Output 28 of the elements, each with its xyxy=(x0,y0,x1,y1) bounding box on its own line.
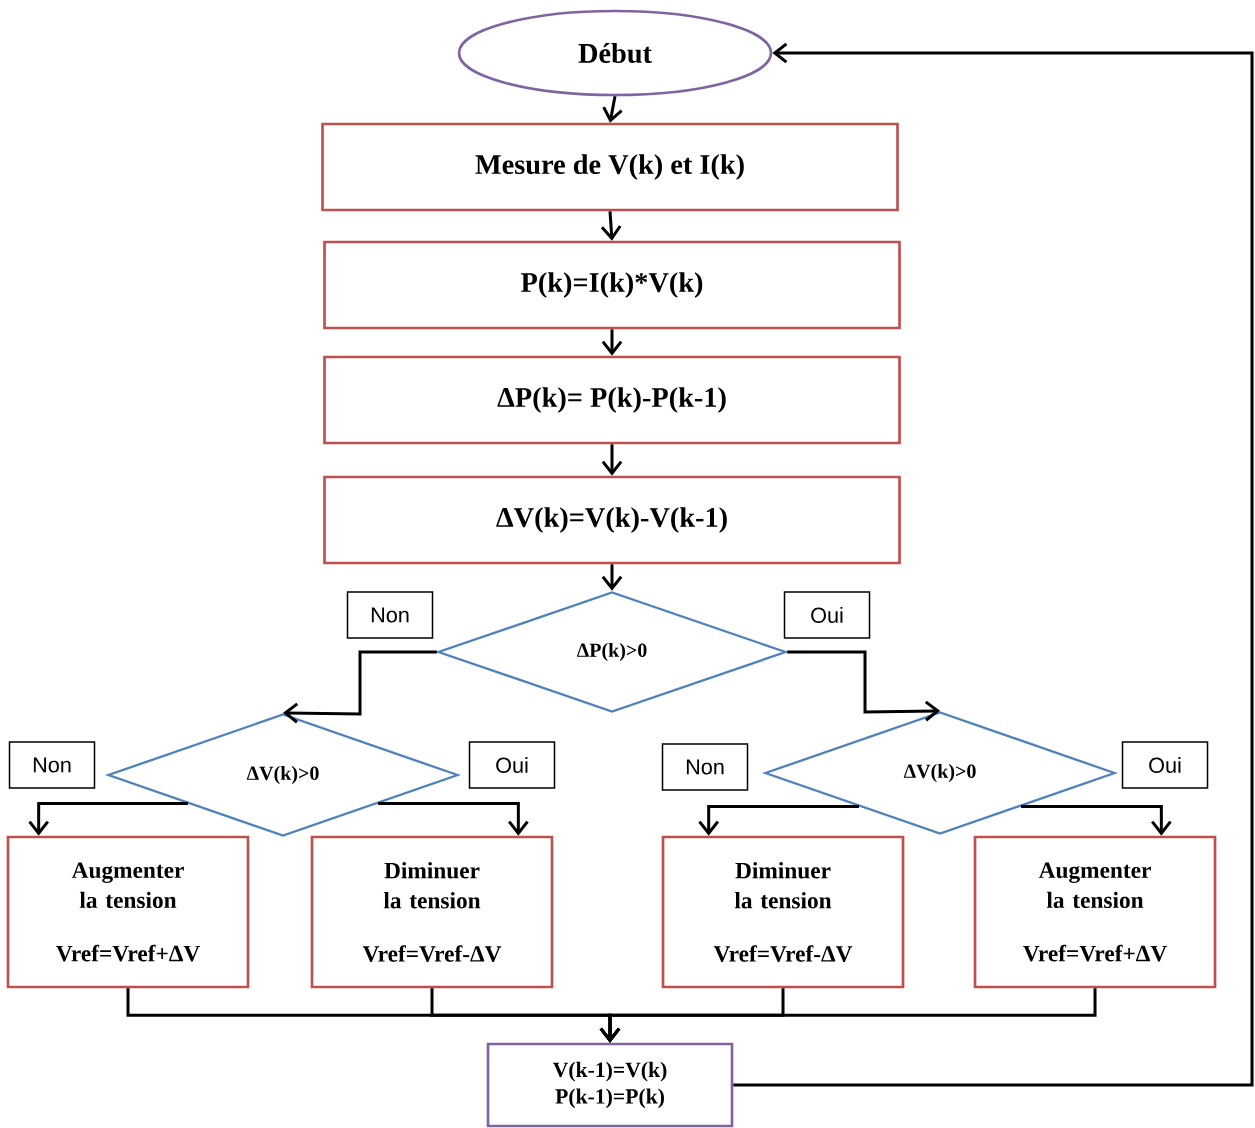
process-box: ΔP(k)= P(k)-P(k-1) xyxy=(323,355,901,445)
arrow xyxy=(601,564,623,591)
arrow xyxy=(601,444,623,476)
edge-label: Oui xyxy=(468,741,556,789)
arrow xyxy=(787,650,940,722)
edge-label: Non xyxy=(346,591,434,639)
arrow xyxy=(28,802,188,836)
arrow xyxy=(600,211,622,241)
arrow xyxy=(599,988,1097,1043)
process-box: Augmenter la tension Vref=Vref+ΔV xyxy=(6,835,250,989)
arrow xyxy=(602,96,623,123)
edge-label: Non xyxy=(661,743,749,791)
process-box: Diminuer la tension Vref=Vref-ΔV xyxy=(661,835,905,989)
arrow xyxy=(601,329,623,356)
arrow xyxy=(698,805,859,836)
arrow xyxy=(283,650,437,724)
edge-label: Non xyxy=(8,741,96,789)
process-box: Mesure de V(k) et I(k) xyxy=(321,122,899,212)
process-box: ΔV(k)=V(k)-V(k-1) xyxy=(323,475,901,565)
edge-label: Oui xyxy=(1121,741,1209,789)
process-box: V(k-1)=V(k) P(k-1)=P(k) xyxy=(486,1042,734,1128)
process-box: Diminuer la tension Vref=Vref-ΔV xyxy=(310,835,554,989)
process-box: P(k)=I(k)*V(k) xyxy=(323,240,901,330)
arrow xyxy=(733,42,1254,1087)
arrow xyxy=(378,802,529,836)
process-box: Augmenter la tension Vref=Vref+ΔV xyxy=(973,835,1217,989)
edge-label: Oui xyxy=(783,591,871,639)
arrow xyxy=(1021,805,1172,836)
